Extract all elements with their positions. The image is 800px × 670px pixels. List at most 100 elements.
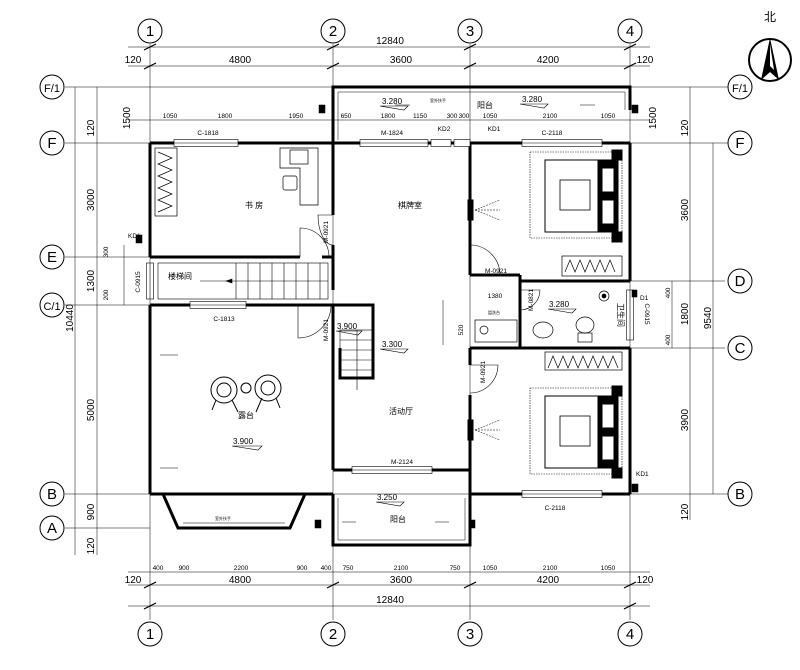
room-balcony-top: 阳台 — [477, 100, 493, 110]
left-dim-120-bottom: 120 — [86, 537, 97, 554]
level-balcony-top-right: 3.280 — [522, 95, 543, 104]
door-swing-bed-bottom — [469, 364, 499, 394]
right-small-400-top: 400 — [665, 287, 672, 298]
note-rail-top: 室外扶手 — [430, 97, 446, 103]
windows — [146, 139, 634, 498]
door-swing-bed-top — [469, 244, 501, 276]
room-activity: 活动厅 — [389, 406, 413, 416]
top-dim-4800: 4800 — [229, 55, 252, 66]
door-swing-stair — [297, 304, 332, 339]
tag-m0821: M-0821 — [528, 289, 535, 311]
axis-row-e-left: E — [47, 249, 57, 266]
top-dim-4200: 4200 — [537, 55, 560, 66]
door-window-tags: C-1818 M-1824 KD2 KD1 C-2118 KD1 D1 KD1 … — [128, 126, 650, 512]
room-terrace: 露台 — [238, 410, 254, 420]
detail-dim: 400 — [321, 565, 332, 572]
bedroom-tv-units — [467, 199, 474, 441]
right-small-400-bottom: 400 — [665, 334, 672, 345]
room-bath: 卫生间 — [616, 303, 626, 327]
top-dim-120-left: 120 — [125, 55, 142, 66]
axis-col-3-bottom: 3 — [466, 626, 474, 643]
detail-dim: 1050 — [601, 113, 616, 120]
bottom-dim-3600: 3600 — [390, 575, 413, 586]
main-stair — [157, 262, 329, 300]
bottom-detail-dims: 400 900 2200 900 400 750 2100 750 1050 2… — [153, 565, 616, 572]
axis-row-f-right: F — [735, 135, 744, 152]
left-small-200: 200 — [103, 289, 110, 300]
drain-pipe-icon — [318, 104, 326, 114]
bath-toilet — [575, 316, 595, 334]
detail-dim: 1050 — [483, 565, 498, 572]
axis-labels: 1 2 3 4 1 2 3 4 F/1 F E C/1 B A F/1 F D … — [43, 23, 748, 643]
drain-pipe-icon — [135, 234, 143, 244]
drain-pipe-icon — [631, 483, 639, 493]
axis-row-c-right: C — [735, 340, 746, 357]
detail-dim: 1150 — [413, 113, 427, 120]
door-kd1-top-opening — [453, 139, 471, 147]
tag-kd1-top: KD1 — [488, 126, 501, 133]
axis-row-f1-right: F/1 — [732, 83, 748, 95]
door-swings — [297, 214, 541, 394]
tag-c2118-top: C-2118 — [542, 130, 563, 137]
axis-row-b-right: B — [735, 486, 745, 503]
tag-kd2: KD2 — [438, 126, 451, 133]
tag-c0915-right: C-0915 — [643, 303, 650, 325]
secondary-stair — [339, 329, 374, 390]
room-balcony-bottom: 阳台 — [390, 514, 406, 524]
bottom-dim-4800: 4800 — [229, 575, 252, 586]
compass-north-label: 北 — [764, 10, 776, 24]
drain-and-slope-markers — [135, 104, 639, 529]
axis-col-4-top: 4 — [626, 23, 634, 40]
right-dim-3600: 3600 — [680, 198, 691, 221]
axis-row-f1-left: F/1 — [44, 83, 60, 95]
bedroom-north-bed — [529, 149, 623, 243]
tag-m0921-act: M-0921 — [480, 361, 487, 383]
door-swing-bath — [519, 289, 541, 311]
right-dim-120-top: 120 — [680, 119, 691, 136]
notes: 室外扶手 室外扶手 盥洗台 — [215, 97, 500, 521]
left-total-dim: 10440 — [65, 304, 76, 332]
right-dim-3900: 3900 — [680, 408, 691, 431]
level-balcony-bottom: 3.250 — [377, 493, 398, 502]
left-dim-3000: 3000 — [86, 188, 97, 211]
right-total-dim: 9540 — [703, 306, 714, 329]
detail-dim: 1800 — [218, 113, 233, 120]
bottom-dimension-lines — [128, 571, 650, 610]
axis-row-f-left: F — [47, 135, 56, 152]
bath-basin — [532, 321, 554, 339]
axis-col-3-top: 3 — [466, 23, 474, 40]
top-dimension-lines — [128, 43, 650, 121]
bath-shower — [598, 290, 610, 302]
axis-col-1-top: 1 — [146, 23, 154, 40]
level-stair-landing: 3.900 — [337, 322, 358, 331]
drain-pipe-icon — [314, 519, 322, 529]
left-dimension-texts: 1500 120 3000 1300 5000 900 120 10440 30… — [65, 106, 133, 554]
level-terrace: 3.900 — [233, 437, 254, 446]
top-dimension-texts: 12840 120 4800 3600 4200 120 — [125, 36, 654, 66]
room-labels: 书 房 棋牌室 楼梯间 活动厅 露台 阳台 阳台 卫生间 — [168, 100, 626, 524]
detail-dim: 900 — [297, 565, 308, 572]
tag-c0915-left: C-0915 — [135, 271, 142, 293]
drain-pipe-icon — [631, 104, 639, 114]
tag-c2118-bottom: C-2118 — [545, 505, 566, 512]
axis-row-d-right: D — [735, 273, 746, 290]
note-bath: 盥洗台 — [488, 309, 500, 315]
axis-col-4-bottom: 4 — [626, 626, 634, 643]
detail-dim: 1800 — [381, 113, 396, 120]
detail-dim: 1950 — [289, 113, 304, 120]
tag-c1813: C-1813 — [213, 316, 235, 323]
detail-dim: 750 — [450, 565, 461, 572]
right-dim-1500: 1500 — [648, 106, 659, 129]
room-stair: 楼梯间 — [168, 271, 192, 281]
bottom-dimension-texts: 120 4800 3600 4200 120 12840 — [125, 575, 654, 606]
axis-row-c1-left: C/1 — [43, 301, 60, 313]
bathroom-fixtures — [474, 290, 610, 343]
detail-dim: 1050 — [601, 565, 616, 572]
detail-dim: 750 — [343, 565, 354, 572]
level-markers — [231, 103, 577, 507]
balcony-railings — [183, 91, 626, 541]
detail-dim: 2100 — [543, 113, 558, 120]
top-dim-3600: 3600 — [390, 55, 413, 66]
detail-dim: 2100 — [394, 565, 409, 572]
left-small-300: 300 — [103, 246, 110, 257]
